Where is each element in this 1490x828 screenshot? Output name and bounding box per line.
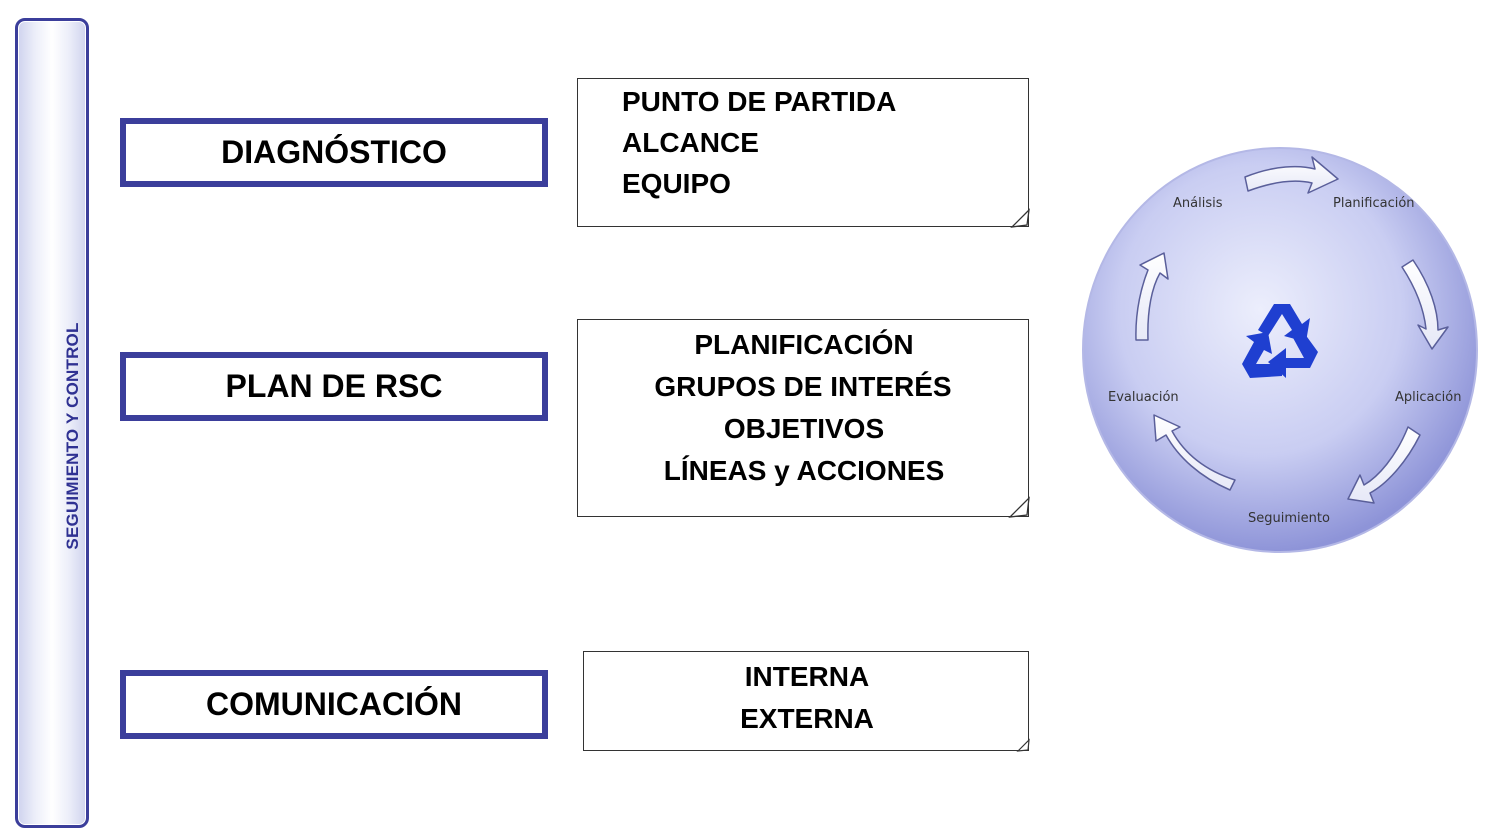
arrow-icon	[1244, 156, 1339, 194]
stage-plan-rsc: PLAN DE RSC	[120, 352, 548, 421]
folded-corner-icon	[1008, 496, 1030, 518]
cycle-circle	[1082, 147, 1478, 553]
stage-plan-rsc-label: PLAN DE RSC	[225, 368, 443, 404]
cycle-label-evaluacion: Evaluación	[1108, 390, 1179, 405]
note-plan-rsc: PLANIFICACIÓN GRUPOS DE INTERÉS OBJETIVO…	[577, 319, 1030, 518]
arrow-icon	[1401, 259, 1449, 350]
note-diagnostico: PUNTO DE PARTIDA ALCANCE EQUIPO	[577, 78, 1030, 228]
note-line: OBJETIVOS	[723, 413, 885, 444]
note-line: INTERNA	[744, 661, 870, 692]
note-line: EXTERNA	[740, 703, 874, 734]
note-line: ALCANCE	[622, 127, 759, 158]
note-line: PUNTO DE PARTIDA	[622, 86, 897, 117]
cycle-label-seguimiento: Seguimiento	[1248, 511, 1330, 526]
cycle-label-aplicacion: Aplicación	[1395, 390, 1461, 405]
arrow-icon	[1135, 252, 1169, 341]
note-line: GRUPOS DE INTERÉS	[654, 371, 952, 402]
note-comunicacion: INTERNA EXTERNA	[583, 651, 1030, 752]
stage-diagnostico-label: DIAGNÓSTICO	[221, 134, 447, 170]
stage-comunicacion-label: COMUNICACIÓN	[206, 686, 462, 722]
cycle-label-planificacion: Planificación	[1333, 196, 1415, 211]
stage-comunicacion: COMUNICACIÓN	[120, 670, 548, 739]
folded-corner-icon	[1010, 208, 1030, 228]
stage-diagnostico: DIAGNÓSTICO	[120, 118, 548, 187]
seguimiento-control-label: SEGUIMIENTO Y CONTROL	[63, 322, 82, 550]
arrow-icon	[1153, 414, 1236, 491]
recycle-icon	[1242, 304, 1318, 378]
cycle-diagram: Análisis Planificación Aplicación Seguim…	[1082, 147, 1478, 553]
note-line: LÍNEAS y ACCIONES	[663, 455, 945, 486]
note-line: EQUIPO	[622, 168, 731, 199]
note-line: PLANIFICACIÓN	[694, 329, 914, 360]
cycle-label-analisis: Análisis	[1173, 196, 1223, 211]
folded-corner-icon	[1016, 738, 1030, 752]
arrow-icon	[1347, 426, 1421, 504]
seguimiento-control-bar: SEGUIMIENTO Y CONTROL	[15, 18, 89, 828]
